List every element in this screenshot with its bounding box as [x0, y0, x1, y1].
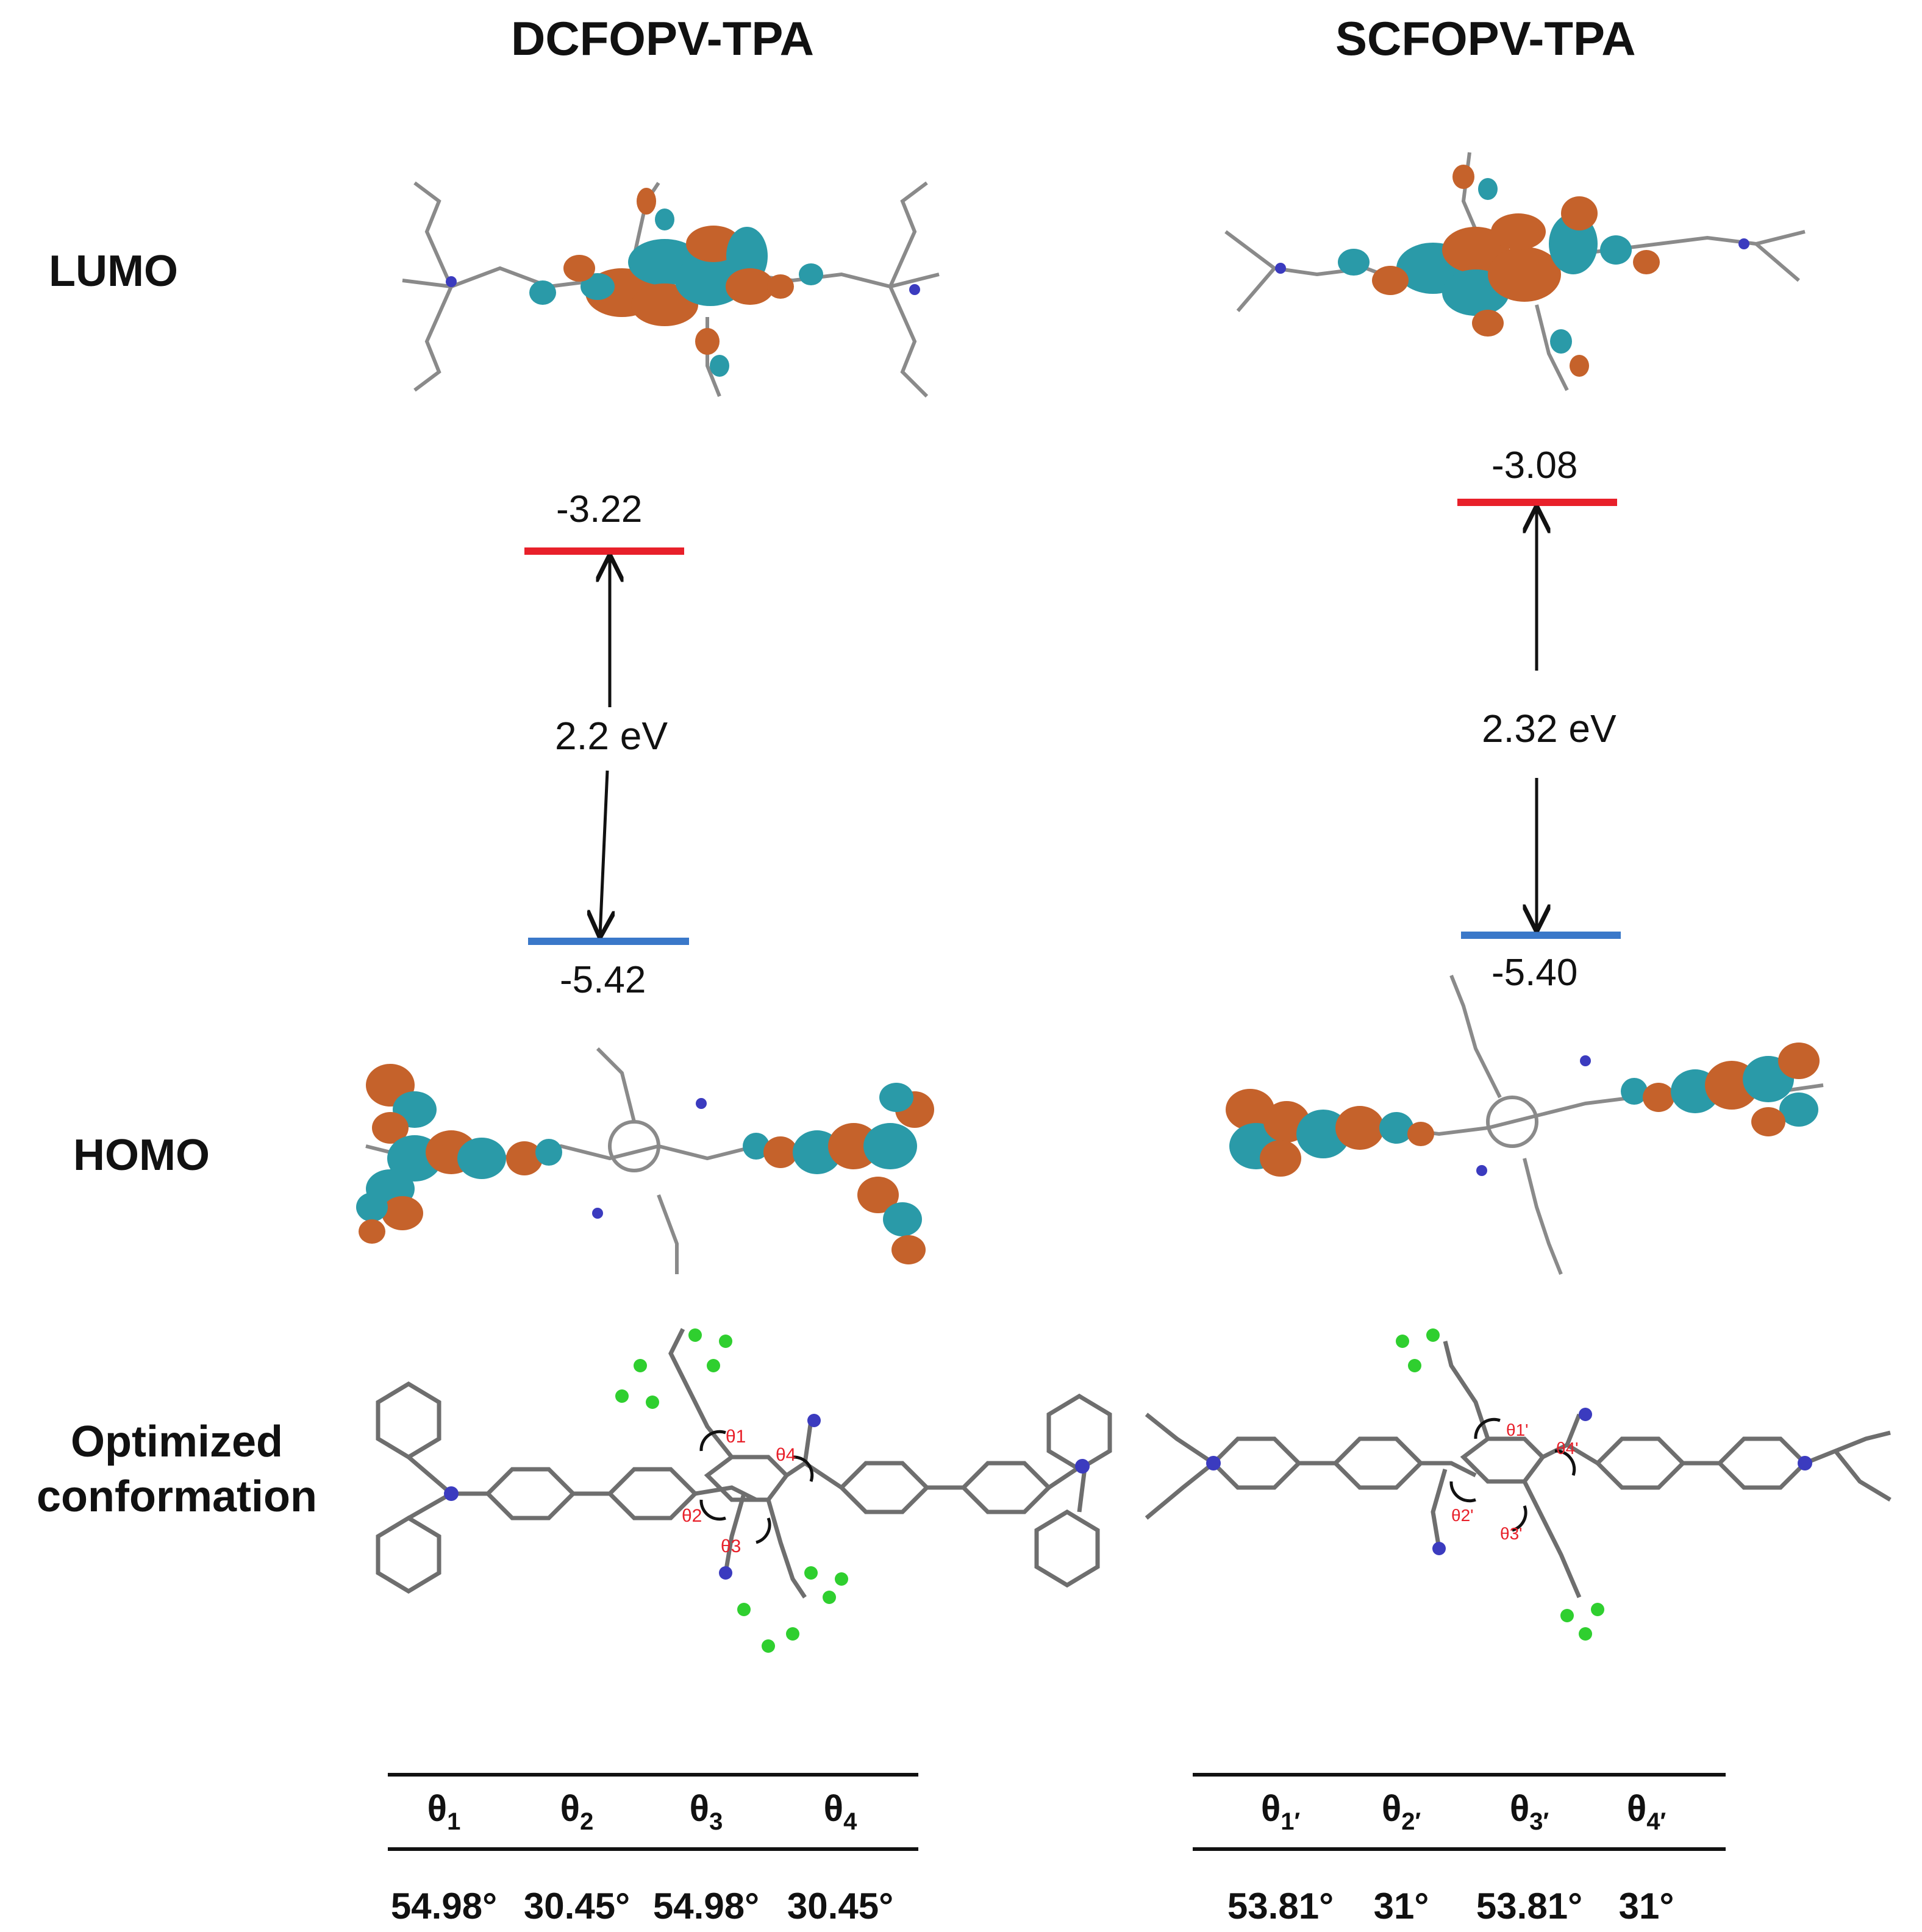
table-rule-top: [1193, 1773, 1726, 1777]
homo-orbital-left: [356, 1047, 934, 1274]
gap-arrow-down-left: [600, 770, 607, 935]
row-label-optimized-conformation: Optimized conformation: [18, 1414, 335, 1524]
table-value-theta4-prime: 31°: [1618, 1886, 1674, 1927]
row-label-homo: HOMO: [73, 1131, 210, 1180]
homo-energy-left: -5.42: [560, 959, 646, 1001]
table-header-theta2: θ2: [560, 1788, 594, 1835]
table-header-theta1-prime: θ1′: [1260, 1788, 1301, 1835]
table-value-theta3: 54.98°: [652, 1886, 760, 1927]
table-value-theta4: 30.45°: [787, 1886, 894, 1927]
table-header-theta2-prime: θ2′: [1381, 1788, 1421, 1835]
table-rule-mid: [1193, 1847, 1726, 1851]
table-value-theta2: 30.45°: [523, 1886, 631, 1927]
row-label-optimized-line2: conformation: [37, 1472, 317, 1521]
table-value-theta1-prime: 53.81°: [1227, 1886, 1334, 1927]
lumo-energy-right: -3.08: [1492, 444, 1578, 487]
table-value-theta2-prime: 31°: [1373, 1886, 1429, 1927]
dihedral-table-right: θ1′ θ2′ θ3′ θ4′ 53.81° 31° 53.81° 31°: [1193, 1773, 1726, 1931]
lumo-orbital-left: [402, 181, 940, 398]
table-header-theta3-prime: θ3′: [1509, 1788, 1549, 1835]
table-header-theta3: θ3: [689, 1788, 723, 1835]
table-value-theta3-prime: 53.81°: [1476, 1886, 1583, 1927]
energy-diagram-right: [1457, 499, 1621, 939]
angle-label-theta2-left: θ2: [682, 1506, 702, 1526]
angle-label-theta2-right: θ2': [1451, 1506, 1474, 1525]
energy-diagram-left: [524, 547, 689, 945]
band-gap-right: 2.32 eV: [1476, 706, 1623, 751]
angle-label-theta4-right: θ4': [1556, 1439, 1579, 1458]
table-header-theta4-prime: θ4′: [1626, 1788, 1667, 1835]
structure-right: [1145, 1328, 1892, 1641]
lumo-orbital-right: [1224, 152, 1806, 391]
angle-label-theta3-right: θ3': [1500, 1524, 1523, 1543]
angle-label-theta3-left: θ3: [721, 1536, 741, 1556]
angle-label-theta1-right: θ1': [1506, 1420, 1529, 1439]
structure-left: [376, 1328, 1112, 1653]
homo-energy-right: -5.40: [1492, 952, 1578, 994]
angle-label-theta1-left: θ1: [726, 1427, 746, 1447]
title-dcfopv-tpa: DCFOPV-TPA: [511, 12, 814, 65]
angle-label-theta4-left: θ4: [776, 1445, 796, 1465]
table-header-theta4: θ4: [823, 1788, 857, 1835]
row-label-optimized-line1: Optimized: [70, 1417, 283, 1466]
table-rule-mid: [388, 1847, 918, 1851]
table-value-theta1: 54.98°: [390, 1886, 498, 1927]
homo-orbital-right: [1226, 974, 1824, 1275]
band-gap-left: 2.2 eV: [549, 713, 674, 758]
title-scfopv-tpa: SCFOPV-TPA: [1335, 12, 1636, 65]
table-header-theta1: θ1: [427, 1788, 461, 1835]
table-rule-top: [388, 1773, 918, 1777]
dihedral-table-left: θ1 θ2 θ3 θ4 54.98° 30.45° 54.98° 30.45°: [388, 1773, 918, 1931]
row-label-lumo: LUMO: [49, 247, 178, 296]
lumo-energy-left: -3.22: [556, 488, 643, 530]
